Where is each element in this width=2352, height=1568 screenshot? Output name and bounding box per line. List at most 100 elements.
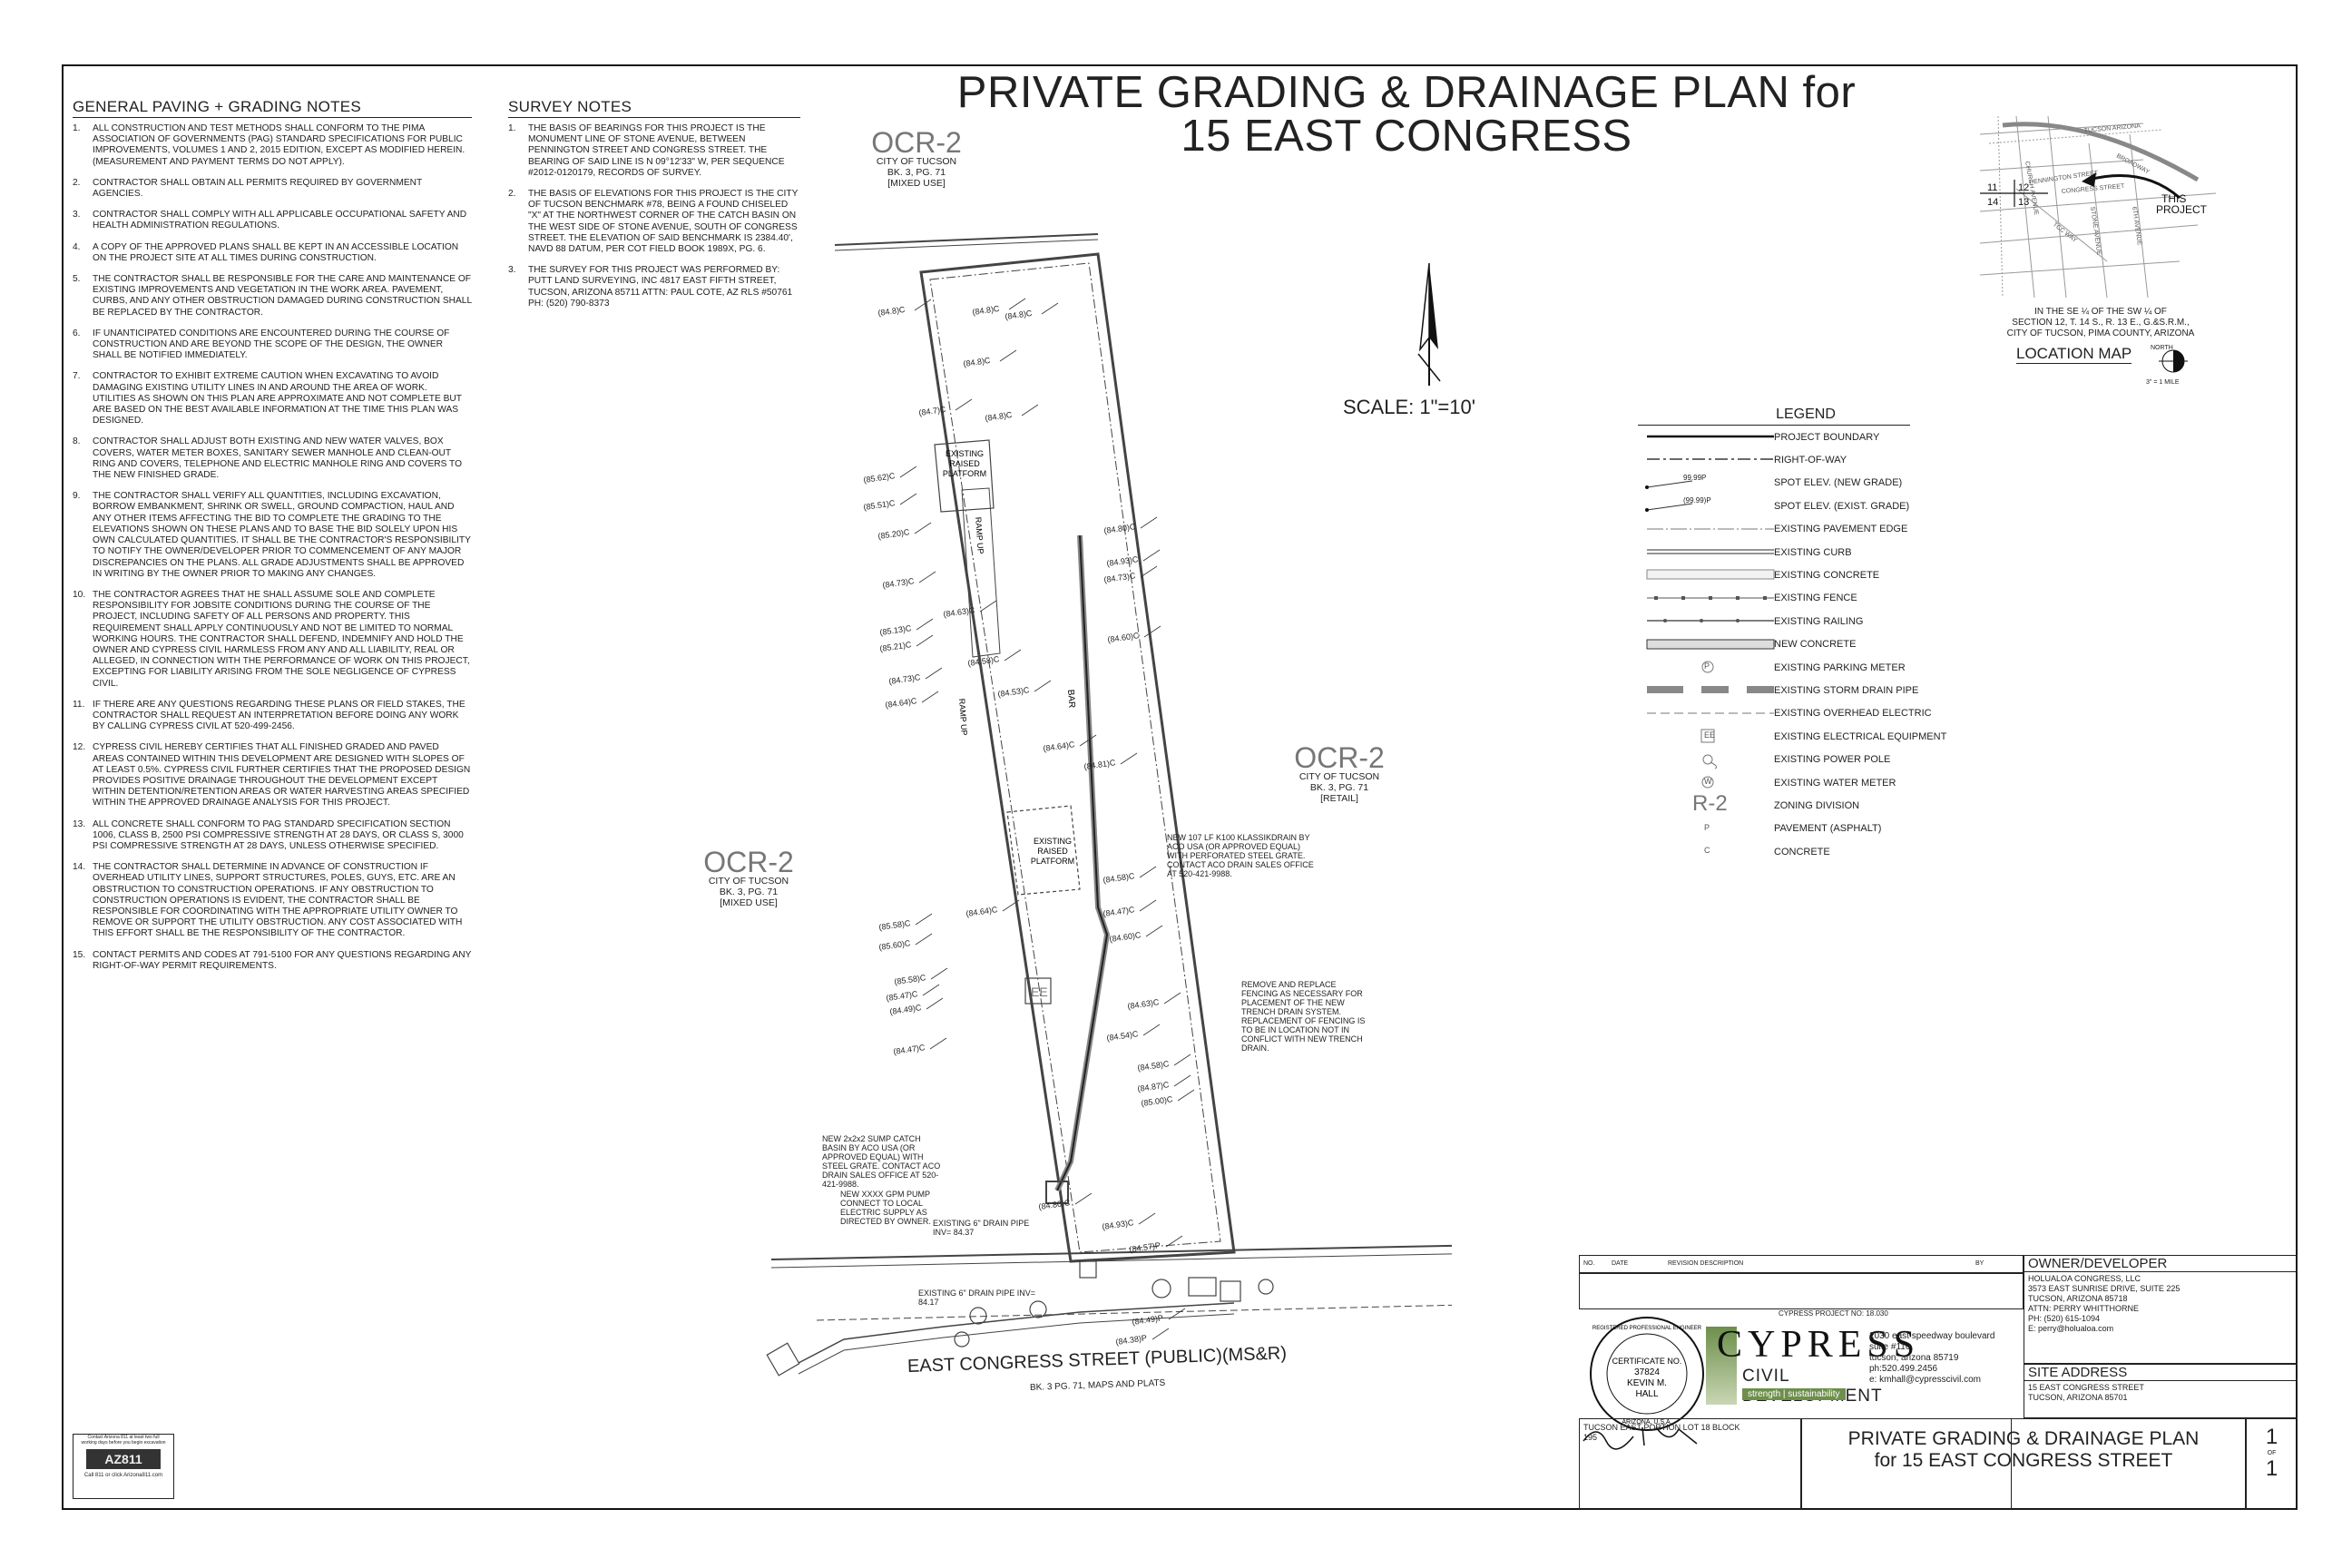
seal-text: ARIZONA, U.S.A.	[1622, 1419, 1671, 1426]
spot-elevation-leader	[999, 349, 1017, 362]
legend-symbol-text-p-icon	[1638, 818, 1783, 840]
zone-label-nw: OCR-2 CITY OF TUCSON BK. 3, PG. 71 [MIXE…	[862, 128, 971, 189]
legend-label: SPOT ELEV. (NEW GRADE)	[1774, 477, 1903, 489]
spot-elevation-leader	[1173, 1074, 1191, 1087]
spot-elevation-leader	[1140, 565, 1158, 578]
sheet-total: 1	[2265, 1456, 2278, 1481]
legend-label: EXISTING CONCRETE	[1774, 569, 1880, 581]
zone-code: OCR-2	[1294, 741, 1385, 774]
note-text: THE CONTRACTOR SHALL DETERMINE IN ADVANC…	[93, 862, 463, 939]
spot-elevation-label: (84.57)P	[1129, 1240, 1161, 1254]
zone-line: BK. 3, PG. 71	[1309, 782, 1369, 793]
sheet-number-box: 1 OF 1	[2246, 1418, 2298, 1510]
site-line: TUCSON, ARIZONA 85701	[2028, 1393, 2128, 1402]
caption-line: CITY OF TUCSON, PIMA COUNTY, ARIZONA	[2006, 328, 2195, 338]
spot-elevation-label: (84.73)C	[1103, 571, 1137, 584]
spot-elevation-label: (84.73)C	[888, 672, 922, 686]
legend-row: PROJECT BOUNDARY	[1638, 426, 2092, 448]
note-number: 1.	[73, 123, 81, 133]
spot-elevation-leader	[1140, 516, 1158, 529]
note-number: 2.	[508, 189, 516, 200]
spot-elevation-leader	[1004, 649, 1022, 662]
location-map-title: LOCATION MAP	[2016, 345, 2132, 364]
section-number: 12	[2018, 182, 2029, 193]
note-number: 9.	[73, 491, 81, 502]
note-text: THE SURVEY FOR THIS PROJECT WAS PERFORME…	[528, 265, 793, 309]
spot-elevation-leader	[914, 299, 932, 311]
note-text: A COPY OF THE APPROVED PLANS SHALL BE KE…	[93, 241, 459, 263]
spot-elevation-label: (85.62)C	[863, 471, 897, 485]
legend-row: RIGHT-OF-WAY	[1638, 448, 2092, 471]
location-map-graphic: 11 12 14 13 TUCSON ARIZONA CHURCH AVENUE…	[1979, 115, 2217, 299]
legend-symbol-meter-icon	[1701, 661, 1714, 673]
note-item: 1.ALL CONSTRUCTION AND TEST METHODS SHAL…	[73, 123, 472, 168]
legend-row: EXISTING OVERHEAD ELECTRIC	[1638, 702, 2092, 725]
note-number: 5.	[73, 274, 81, 285]
caption-line: SECTION 12, T. 14 S., R. 13 E., G.&S.R.M…	[2012, 318, 2190, 328]
ramp-label: RAMP UP	[974, 516, 985, 554]
legal-line: TUCSON EAST PORTION LOT 18 BLOCK	[1583, 1423, 1740, 1432]
note-number: 15.	[73, 949, 86, 960]
spot-elevation-label: (85.51)C	[863, 498, 897, 512]
site-address-box: SITE ADDRESS 15 EAST CONGRESS STREET TUC…	[2024, 1364, 2298, 1418]
spot-elevation-leader	[915, 933, 933, 946]
general-notes-list: 1.ALL CONSTRUCTION AND TEST METHODS SHAL…	[73, 123, 472, 972]
spot-elevation-leader	[921, 691, 939, 703]
legend-row: EXISTING PAVEMENT EDGE	[1638, 518, 2092, 541]
legend-row: EXISTING CURB	[1638, 541, 2092, 564]
spot-elevation-label: (84.93)C	[1106, 554, 1140, 568]
legend-label: EXISTING PARKING METER	[1774, 662, 1906, 673]
note-text: CONTRACTOR SHALL ADJUST BOTH EXISTING AN…	[93, 436, 463, 481]
spot-elevation-leader	[1138, 1212, 1156, 1225]
legend-row: EXISTING CONCRETE	[1638, 564, 2092, 586]
firm-name: CYPRESS	[1717, 1324, 1921, 1366]
pump-callout: NEW XXXX GPM PUMP CONNECT TO LOCAL ELECT…	[840, 1190, 931, 1226]
zone-code: OCR-2	[703, 846, 794, 878]
zone-line: CITY OF TUCSON	[708, 876, 789, 887]
note-text: IF THERE ARE ANY QUESTIONS REGARDING THE…	[93, 699, 466, 732]
project-number: CYPRESS PROJECT NO: 18.030	[1779, 1309, 1888, 1318]
spot-elevation-label: (84.93)C	[1102, 1218, 1135, 1231]
sheet-subtitle: for 15 EAST CONGRESS STREET	[1874, 1450, 2173, 1471]
spot-elevation-leader	[1079, 734, 1097, 747]
legend-label: PAVEMENT (ASPHALT)	[1774, 823, 1882, 835]
legend-row: EXISTING POWER POLE	[1638, 749, 2092, 771]
zone-line: CITY OF TUCSON	[876, 156, 957, 167]
spot-elevation-label: (85.47)C	[886, 989, 919, 1003]
spot-elevation-leader	[979, 600, 997, 612]
note-item: 3.THE SURVEY FOR THIS PROJECT WAS PERFOR…	[508, 265, 800, 309]
note-number: 6.	[73, 328, 81, 338]
note-text: CONTRACTOR SHALL OBTAIN ALL PERMITS REQU…	[93, 177, 423, 200]
spot-elevation-leader	[1008, 298, 1026, 310]
spot-elevation-label: (85.58)C	[878, 918, 912, 932]
spot-elevation-leader	[1139, 866, 1157, 878]
legend-row: EXISTING STORM DRAIN PIPE	[1638, 679, 2092, 701]
legend-symbol-concrete-icon	[1646, 569, 1775, 580]
legend-sample: R-2	[1692, 791, 1728, 817]
arizona811-badge: Contact Arizona 811 at least two full wo…	[73, 1434, 174, 1499]
map-street-label: 6TH AVENUE	[2131, 206, 2142, 246]
note-number: 2.	[73, 177, 81, 188]
az811-logo: AZ811	[86, 1449, 161, 1469]
spot-elevation-label: (85.00)C	[1141, 1094, 1174, 1108]
spot-elevation-leader	[916, 634, 934, 647]
note-item: 11.IF THERE ARE ANY QUESTIONS REGARDING …	[73, 700, 472, 733]
survey-notes-heading: SURVEY NOTES	[508, 98, 800, 118]
firm-tag: strength | sustainability	[1742, 1388, 1846, 1400]
general-notes: GENERAL PAVING + GRADING NOTES 1.ALL CON…	[73, 98, 472, 982]
note-item: 5.THE CONTRACTOR SHALL BE RESPONSIBLE FO…	[73, 274, 472, 318]
note-number: 1.	[508, 123, 516, 133]
trench-drain-callout: NEW 107 LF K100 KLASSIKDRAIN BY ACO USA …	[1167, 833, 1314, 878]
seal-text: HALL	[1635, 1389, 1658, 1399]
legend-symbol-curb-icon	[1647, 549, 1774, 554]
seal-text: CERTIFICATE NO.	[1612, 1357, 1682, 1366]
location-map-caption: IN THE SE ¼ OF THE SW ¼ OF SECTION 12, T…	[1980, 307, 2221, 339]
spot-elevation-leader	[930, 967, 948, 980]
legend-heading: LEGEND	[1776, 407, 1836, 422]
owner-line: ATTN: PERRY WHITTHORNE	[2028, 1304, 2140, 1313]
spot-elevation-leader	[1145, 925, 1163, 937]
legend-label: RIGHT-OF-WAY	[1774, 454, 1847, 466]
revision-header: NO. DATE REVISION DESCRIPTION BY	[1579, 1255, 2024, 1273]
note-item: 1.THE BASIS OF BEARINGS FOR THIS PROJECT…	[508, 123, 800, 179]
